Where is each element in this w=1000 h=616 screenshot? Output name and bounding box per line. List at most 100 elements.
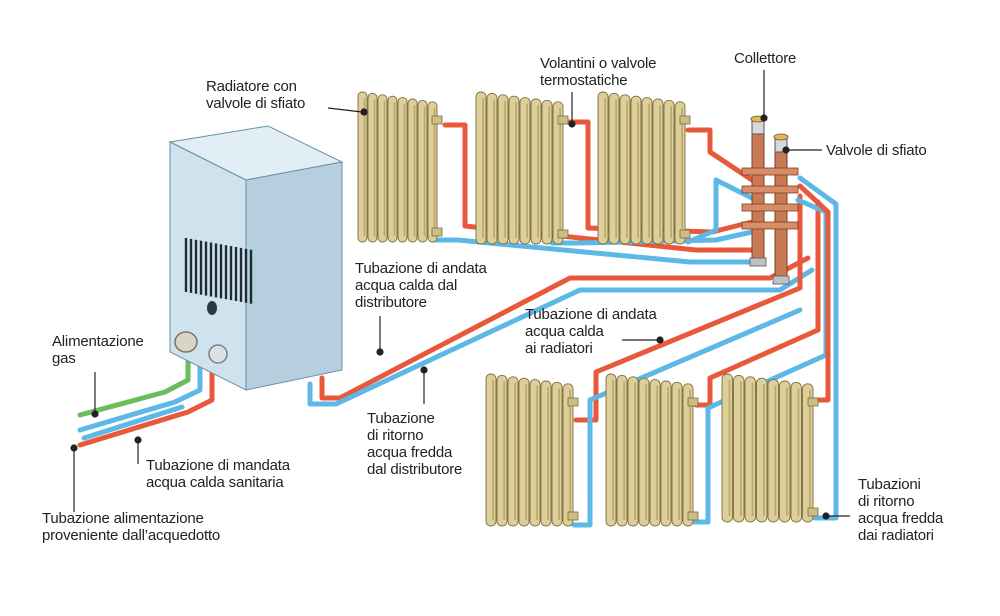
leader-dot-vent-valves <box>782 146 790 154</box>
leader-dot-cold-from-distributor <box>420 366 428 374</box>
leader-dot-collector <box>760 114 768 122</box>
gas-pipe <box>77 349 191 418</box>
radiator-return-valve <box>431 227 443 237</box>
collector-foot-right <box>772 275 790 285</box>
radiator-fin <box>630 95 642 245</box>
label-cold-return-from-distributor: Tubazione di ritorno acqua fredda dal di… <box>367 410 463 478</box>
label-gas-supply: Alimentazione gas <box>52 333 144 367</box>
label-collector: Collettore <box>734 50 797 67</box>
label-vent-valves: Valvole di sfiato <box>826 142 927 159</box>
pipes <box>77 119 839 528</box>
boiler <box>168 125 344 391</box>
boiler-indicator <box>207 301 217 315</box>
collector-body-left <box>751 131 765 263</box>
radiator-fin <box>638 377 650 527</box>
radiator-fin <box>671 381 683 527</box>
radiator-valve <box>679 115 691 125</box>
collector-outlet-2 <box>741 185 799 194</box>
leader-dot-gas <box>91 410 99 418</box>
radiator-fin <box>507 376 519 527</box>
radiator-fin <box>744 376 756 523</box>
label-sanitary-hot-water: Tubazione di mandata acqua calda sanitar… <box>146 457 290 491</box>
radiator-fin <box>619 94 631 245</box>
radiator-fin <box>756 377 768 523</box>
radiator-fin <box>387 95 398 243</box>
leader-dot-aqueduct <box>70 444 78 452</box>
label-aqueduct-supply: Tubazione alimentazione proveniente dall… <box>42 510 221 544</box>
radiator-fin <box>496 374 508 527</box>
lower-radiator-3-hot <box>797 183 831 403</box>
radiator-fin <box>652 98 664 245</box>
radiator-valve <box>687 397 699 407</box>
radiator-fin <box>377 94 388 243</box>
lower-radiator-1-cold <box>571 507 593 528</box>
radiator-fin <box>663 99 675 245</box>
leader-dot-thermostatic <box>568 120 576 128</box>
lower-radiator-1 <box>485 373 579 527</box>
leader-dot-hot-to-radiators <box>656 336 664 344</box>
leader-dot-hot-from-distributor <box>376 348 384 356</box>
radiator-valve <box>431 115 443 125</box>
sanitary-hot-pipe <box>77 365 215 448</box>
radiator-fin <box>551 381 563 527</box>
label-hot-supply-from-distributor: Tubazione di andata acqua calda dal dist… <box>355 260 487 311</box>
radiators <box>357 91 819 527</box>
upper-radiator-3 <box>597 91 691 245</box>
radiator-return-valve <box>807 507 819 517</box>
leader-lines <box>70 70 850 520</box>
boiler-knob-2 <box>208 344 228 364</box>
radiator-valve <box>557 115 569 125</box>
radiator-fin <box>397 97 408 243</box>
upper-radiator-1-hot <box>442 122 755 253</box>
radiator-fin <box>767 379 779 523</box>
aqueduct-pipe <box>77 357 203 433</box>
radiator-fin <box>779 380 791 523</box>
label-radiator-vents: Radiatore con valvole di sfiato <box>206 78 306 112</box>
radiator-fin <box>529 379 541 527</box>
radiator-return-valve <box>687 511 699 521</box>
lower-radiator-2-hot <box>693 199 821 408</box>
boiler-knob-1 <box>174 331 198 353</box>
label-thermostatic-valves: Volantini o valvole termostatiche <box>540 55 657 89</box>
leader-dot-cold-from-radiators <box>822 512 830 520</box>
radiator-return-valve <box>567 511 579 521</box>
radiator-fin <box>519 97 531 245</box>
radiator-fin <box>486 92 498 245</box>
lower-radiator-2 <box>605 373 699 527</box>
radiator-fin <box>518 377 530 527</box>
collector-outlet-4 <box>741 221 799 230</box>
radiator-fin <box>597 91 609 245</box>
boiler-vent-grille <box>184 238 253 304</box>
radiator-fin <box>627 376 639 527</box>
lower-radiators-cold-joiner <box>587 307 803 513</box>
upper-radiator-2-hot <box>564 119 755 235</box>
radiator-fin <box>733 374 745 523</box>
collector-outlet-3 <box>741 203 799 212</box>
upper-radiator-3-cold <box>685 177 755 245</box>
boiler-front <box>169 141 247 391</box>
radiator-fin <box>497 94 509 245</box>
radiator-fin <box>485 373 497 527</box>
radiator-fin <box>367 92 378 243</box>
label-hot-supply-to-radiators: Tubazione di andata acqua calda ai radia… <box>525 306 657 357</box>
collector <box>741 115 799 285</box>
radiator-valve <box>567 397 579 407</box>
radiator-fin <box>475 91 487 245</box>
vent-cap-right <box>773 133 789 141</box>
radiator-return-valve <box>557 229 569 239</box>
radiator-fin <box>608 92 620 245</box>
upper-radiator-1 <box>357 91 443 243</box>
radiator-fin <box>508 95 520 245</box>
boiler-cold-inlet <box>81 404 185 441</box>
radiator-fin <box>530 98 542 245</box>
leader-dot-radiator-vents <box>360 108 368 116</box>
radiator-fin <box>616 374 628 527</box>
radiator-fin <box>417 99 428 243</box>
collector-outlet-1 <box>741 167 799 176</box>
label-cold-return-from-radiators: Tubazioni di ritorno acqua fredda dai ra… <box>858 476 944 544</box>
radiator-fin <box>541 99 553 245</box>
radiator-fin <box>605 373 617 527</box>
upper-radiator-1-cold <box>429 237 755 265</box>
